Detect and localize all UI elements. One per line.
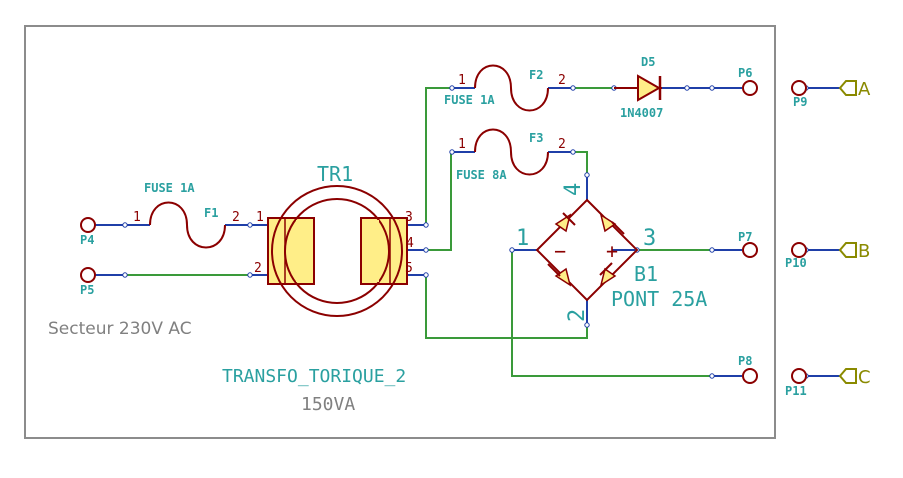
p4-label: P4 (80, 233, 94, 247)
wires (125, 87, 712, 377)
wire-f3-bridge4 (573, 151, 588, 175)
p7-label: P7 (738, 230, 752, 244)
d5-value-label: 1N4007 (620, 106, 663, 120)
mains-note: Secteur 230V AC (48, 319, 192, 339)
wire-bridge1-p8 (511, 250, 712, 377)
fuse-f2-symbol (474, 64, 549, 112)
tr1-value-label: TRANSFO_TORIQUE_2 (222, 366, 406, 387)
f3-pin2-number: 2 (558, 137, 566, 152)
output-ports (838, 80, 857, 384)
transformer-tr1 (267, 185, 408, 317)
b1-ref-label: B1 (634, 262, 658, 286)
port-a-shape (838, 80, 857, 96)
f1-pin2-number: 2 (232, 210, 240, 225)
f1-ref-label: F1 (204, 206, 218, 220)
bridge-rectifier-b1 (535, 198, 639, 302)
p9-label: P9 (793, 95, 807, 109)
p11-label: P11 (785, 384, 807, 398)
wire-tr3-f2 (425, 87, 452, 225)
f2-pin1-number: 1 (458, 73, 466, 88)
f3-ref-label: F3 (529, 131, 543, 145)
bridge-pin1-number: 1 (516, 226, 529, 251)
p4-pad (80, 217, 96, 233)
p11-pad (791, 368, 807, 384)
p9-pad (791, 80, 807, 96)
f2-ref-label: F2 (529, 68, 543, 82)
tr-pin2-number: 2 (254, 261, 262, 276)
bridge-pin4-number: 4 (561, 183, 586, 196)
wire-tr4-f3 (426, 151, 452, 251)
f1-value-label: FUSE 1A (144, 181, 195, 195)
d5-ref-label: D5 (641, 55, 655, 69)
fuse-f1-symbol (149, 201, 226, 249)
wire-tr5-bridge2 (425, 275, 588, 339)
pin-end-dots (122, 85, 809, 379)
port-c-label: C (858, 367, 871, 388)
p6-pad (742, 80, 758, 96)
p5-label: P5 (80, 283, 94, 297)
p10-pad (791, 242, 807, 258)
pin-lines (95, 87, 840, 377)
p5-pad (80, 267, 96, 283)
p8-label: P8 (738, 354, 752, 368)
f2-value-label: FUSE 1A (444, 93, 495, 107)
tr-pin5-number: 5 (405, 261, 413, 276)
tr-pin3-number: 3 (405, 210, 413, 225)
fuses (149, 64, 549, 249)
bridge-minus-sign: − (554, 239, 566, 263)
f1-pin1-number: 1 (133, 210, 141, 225)
p7-pad (742, 242, 758, 258)
tr-pin1-number: 1 (256, 210, 264, 225)
f3-pin1-number: 1 (458, 137, 466, 152)
connector-pads (80, 80, 807, 384)
tr-pin4-number: 4 (406, 236, 414, 251)
board-outline (24, 25, 776, 439)
p6-label: P6 (738, 66, 752, 80)
port-b-label: B (858, 241, 870, 262)
fuse-f3-symbol (474, 128, 549, 176)
bridge-pin2-number: 2 (565, 309, 590, 322)
p10-label: P10 (785, 256, 807, 270)
f2-pin2-number: 2 (558, 73, 566, 88)
port-a-label: A (858, 79, 871, 100)
p8-pad (742, 368, 758, 384)
port-c-shape (838, 368, 857, 384)
diode-d5 (614, 74, 662, 102)
port-b-shape (838, 242, 857, 258)
b1-value-label: PONT 25A (611, 287, 707, 311)
f3-value-label: FUSE 8A (456, 168, 507, 182)
bridge-plus-sign: + (606, 239, 618, 263)
tr1-ref-label: TR1 (317, 162, 353, 186)
tr1-power-label: 150VA (301, 394, 355, 415)
bridge-pin3-number: 3 (643, 226, 656, 251)
